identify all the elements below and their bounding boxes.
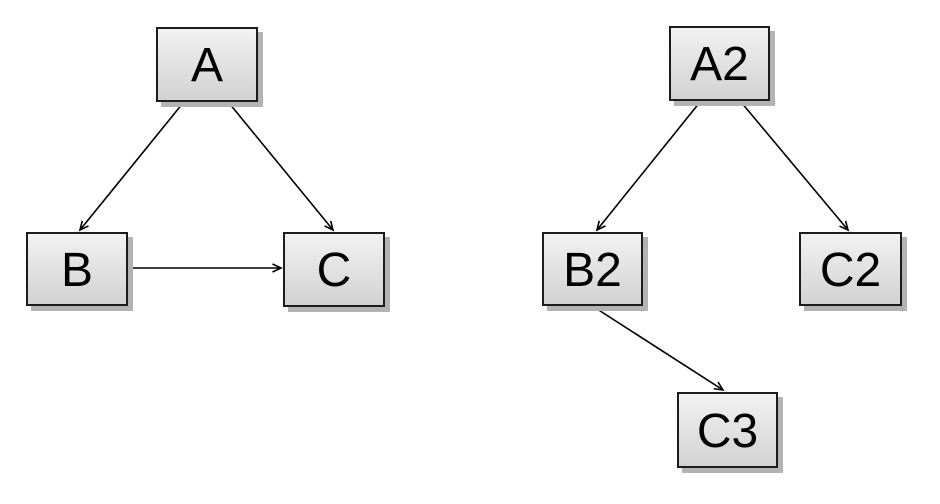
edge-A2-B2[interactable]: [595, 101, 701, 232]
node-A[interactable]: A: [156, 27, 258, 102]
node-A2[interactable]: A2: [669, 26, 770, 101]
node-C[interactable]: C: [283, 232, 385, 307]
edge-B2-C3[interactable]: [593, 306, 725, 392]
node-label: A2: [690, 38, 749, 91]
node-label: B: [60, 243, 93, 297]
node-C2[interactable]: C2: [799, 232, 902, 306]
node-C3[interactable]: C3: [677, 392, 778, 468]
node-label: C2: [819, 243, 882, 297]
edge-A-C[interactable]: [228, 102, 335, 232]
node-label: C: [316, 244, 352, 297]
edge-A-B[interactable]: [78, 102, 184, 232]
edge-group: [78, 101, 850, 392]
node-B2[interactable]: B2: [542, 232, 643, 306]
node-label: C3: [696, 404, 759, 458]
node-label: B2: [563, 243, 622, 297]
node-label: A: [190, 39, 223, 92]
node-B[interactable]: B: [26, 232, 128, 306]
edge-A2-C2[interactable]: [740, 101, 850, 232]
